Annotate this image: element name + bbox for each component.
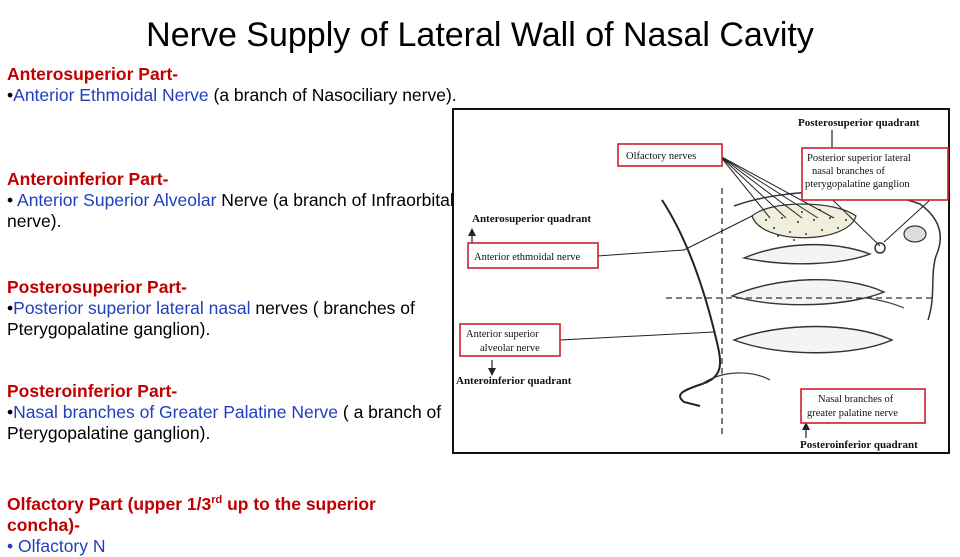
bullet: • — [7, 298, 14, 318]
nerve-name: Anterior Ethmoidal Nerve — [13, 85, 209, 105]
heading-text: Olfactory Part (upper 1/3 — [7, 494, 212, 514]
ant-ethmoidal-leader-2 — [683, 215, 753, 251]
nerve-description: nerves ( branches of Pterygopalatine gan… — [7, 298, 415, 339]
nerve-name: Posterior superior lateral nasal — [13, 298, 251, 318]
nerve-description: Nerve (a branch of Infraorbital nerve). — [7, 190, 454, 231]
ant-sup-alveolar-label-1: Anterior superior — [466, 329, 539, 340]
section-heading: Anteroinferior Part- — [7, 169, 169, 189]
section-posterosuperior: Posterosuperior Part- •Posterior superio… — [7, 277, 459, 340]
olfactory-leader-lines — [719, 155, 835, 219]
anterosuperior-quadrant-label: Anterosuperior quadrant — [472, 213, 591, 225]
nerve-name: • Olfactory N — [7, 536, 106, 556]
ant-ethmoidal-leader — [596, 249, 685, 257]
postinf-arrowhead — [802, 422, 810, 430]
greater-palatine-label-1: Nasal branches of — [818, 394, 894, 405]
post-sup-lateral-box — [801, 147, 949, 201]
nostril-outline — [701, 372, 771, 385]
section-body: • Anterior Superior Alveolar Nerve (a br… — [7, 190, 459, 232]
bullet: • — [7, 190, 18, 210]
nerve-description: ( a branch of Pterygopalatine ganglion). — [7, 402, 442, 443]
section-heading: Anterosuperior Part- — [7, 64, 179, 84]
nasal-wall-diagram: Posterosuperior quadrant Olfactory nerve… — [452, 108, 952, 455]
olfactory-region — [751, 203, 857, 239]
antinf-arrowhead — [488, 368, 496, 376]
ganglion-leader — [883, 199, 931, 243]
post-sup-lateral-label-1: Posterior superior lateral — [807, 153, 911, 164]
olfactory-nerves-label: Olfactory nerves — [626, 151, 696, 162]
superior-concha — [741, 243, 872, 265]
pterygopalatine-ganglion — [874, 242, 886, 254]
bullet: • — [7, 85, 14, 105]
olfactory-nerves-box — [617, 143, 723, 167]
nerve-description: (a branch of Nasociliary nerve). — [208, 85, 457, 105]
nerve-name: Nasal branches of Greater Palatine Nerve — [13, 402, 339, 422]
post-sup-lateral-label-3: pterygopalatine ganglion — [805, 179, 910, 190]
ant-sup-alveolar-leader — [559, 331, 715, 341]
posteroinferior-quadrant-label: Posteroinferior quadrant — [800, 439, 918, 451]
post-sup-lateral-label-2: nasal branches of — [812, 166, 885, 177]
slide-title: Nerve Supply of Lateral Wall of Nasal Ca… — [146, 16, 814, 54]
heading-text: up to the superior concha)- — [7, 494, 376, 535]
section-anterosuperior: Anterosuperior Part- •Anterior Ethmoidal… — [7, 64, 459, 106]
inferior-concha — [732, 325, 894, 354]
section-heading: Olfactory Part (upper 1/3rd up to the su… — [7, 494, 447, 536]
section-body: •Posterior superior lateral nasal nerves… — [7, 298, 459, 340]
anteroinferior-quadrant-label: Anteroinferior quadrant — [456, 375, 572, 387]
section-olfactory: Olfactory Part (upper 1/3rd up to the su… — [7, 494, 447, 557]
antsup-arrowhead — [468, 228, 476, 236]
ordinal-superscript: rd — [211, 494, 223, 507]
bullet: • — [7, 402, 14, 422]
posterosuperior-quadrant-label: Posterosuperior quadrant — [798, 117, 920, 129]
section-anteroinferior: Anteroinferior Part- • Anterior Superior… — [7, 169, 459, 232]
section-body: •Anterior Ethmoidal Nerve (a branch of N… — [7, 85, 459, 106]
olfactory-dots — [765, 209, 847, 241]
section-body: •Nasal branches of Greater Palatine Nerv… — [7, 402, 459, 444]
section-heading: Posterosuperior Part- — [7, 277, 187, 297]
nerve-name: Anterior Superior Alveolar — [17, 190, 217, 210]
section-posteroinferior: Posteroinferior Part- •Nasal branches of… — [7, 381, 459, 444]
greater-palatine-label-2: greater palatine nerve — [807, 408, 898, 419]
anterior-ethmoidal-label: Anterior ethmoidal nerve — [474, 252, 580, 263]
section-body: • Olfactory N — [7, 536, 447, 557]
ant-ethmoidal-box — [467, 242, 599, 269]
diagram-svg: Posterosuperior quadrant Olfactory nerve… — [452, 108, 950, 454]
greater-palatine-box — [800, 388, 926, 424]
section-heading: Posteroinferior Part- — [7, 381, 178, 401]
ant-sup-alveolar-label-2: alveolar nerve — [480, 343, 540, 354]
ant-sup-alveolar-box — [459, 323, 561, 357]
nose-outline — [661, 199, 722, 407]
sphenoid-sinus — [903, 225, 927, 243]
